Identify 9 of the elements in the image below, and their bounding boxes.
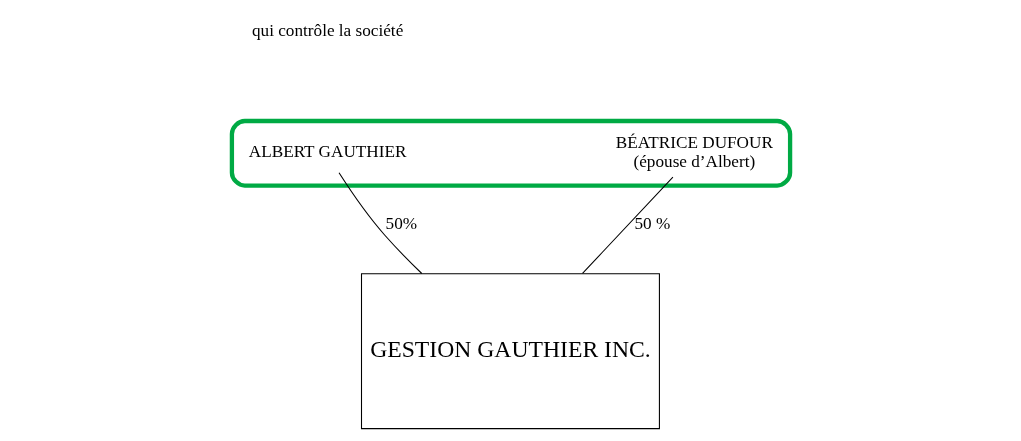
cluster [229,118,792,188]
edge-label: 50% [385,214,417,234]
node-text: ALBERT GAUTHIER [248,142,406,162]
connector [581,176,673,274]
node-box: GESTION GAUTHIER INC. [360,273,660,430]
edge-label: 50 % [634,214,670,234]
label: qui contrôle la société [251,20,403,40]
connector [338,172,422,275]
node-text: BÉATRICE DUFOUR (épouse d’Albert) [615,132,773,172]
